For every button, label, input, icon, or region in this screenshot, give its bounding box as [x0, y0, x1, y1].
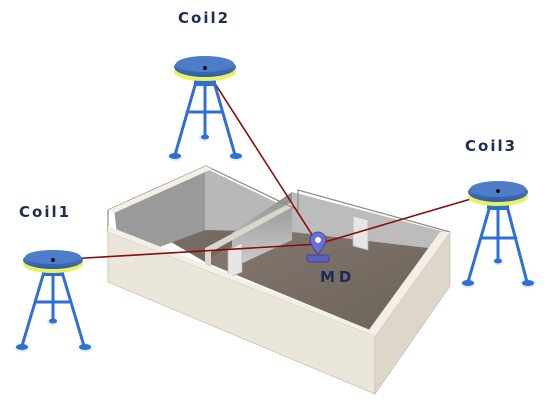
coil2-disk: [174, 56, 236, 81]
md-label: MD: [320, 268, 356, 286]
room-wall-top-left: [108, 166, 212, 213]
md-location-icon: [306, 231, 330, 263]
room-model: [107, 165, 451, 396]
room-door-right: [352, 215, 369, 251]
link-coil1-md: [52, 243, 319, 261]
coil1-disk: [23, 250, 83, 273]
coil3-label: Coil3: [465, 137, 518, 155]
coil2-label: Coil2: [178, 9, 231, 27]
coil1-label: Coil1: [19, 203, 72, 221]
room-back-wall-right: [292, 192, 445, 250]
coil3-tripod: [459, 181, 537, 289]
coil3-disk: [468, 181, 528, 206]
coil2-tripod: [166, 56, 245, 162]
room-wall-top-right: [368, 232, 450, 336]
room-door-left: [227, 242, 243, 279]
link-coil2-md: [204, 67, 319, 245]
room-wall-top-front: [108, 226, 375, 336]
signal-links: [52, 67, 499, 261]
coil1-tripod: [13, 250, 95, 353]
link-coil3-md: [317, 190, 499, 245]
